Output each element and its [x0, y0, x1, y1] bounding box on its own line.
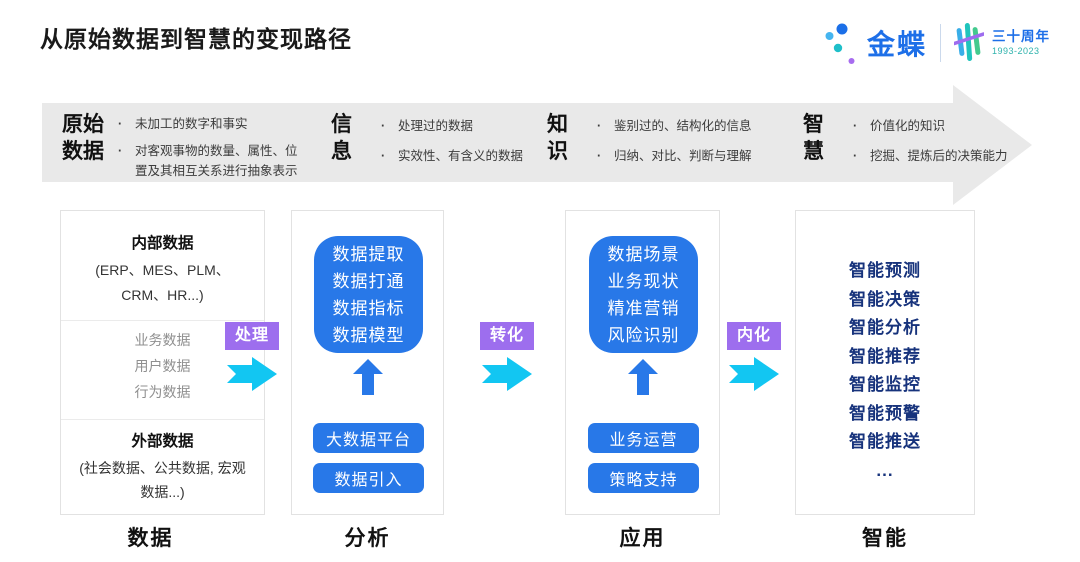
list-item: 智能推荐 — [849, 346, 921, 366]
capability-line: 数据场景 — [607, 244, 680, 264]
kingdee-logo: 金蝶 三十周年 1993-2023 — [823, 16, 1050, 70]
bullet-item: · 价值化的知识 — [853, 116, 1008, 136]
stage-term: 知识 — [547, 113, 568, 164]
stage-information: 信息 · 处理过的数据 · 实效性、有含义的数据 — [331, 111, 523, 166]
anniversary-text: 三十周年 1993-2023 — [992, 29, 1050, 57]
logo-divider — [940, 24, 941, 62]
capability-line: 风险识别 — [607, 325, 680, 345]
flow-internalize: 内化 — [723, 322, 785, 391]
list-item: 智能预警 — [849, 403, 921, 423]
capability-line: 数据模型 — [332, 325, 405, 345]
list-item: 业务数据 — [134, 332, 191, 348]
flow-label-process: 处理 — [224, 322, 279, 350]
bullet-text: 实效性、有含义的数据 — [398, 149, 524, 163]
stage-term: 信息 — [331, 113, 352, 164]
stage-bullets: · 处理过的数据 · 实效性、有含义的数据 — [381, 111, 523, 166]
bullet-text: 对客观事物的数量、属性、位置及其相互关系进行抽象表示 — [135, 144, 298, 178]
bullet-item: · 挖掘、提炼后的决策能力 — [853, 146, 1008, 166]
bullet-text: 处理过的数据 — [398, 119, 474, 133]
brand-name: 金蝶 — [866, 29, 927, 60]
application-capability-box: 数据场景 业务现状 精准营销 风险识别 — [589, 236, 698, 353]
bullet-dot: · — [597, 149, 602, 163]
column-label-data: 数据 — [127, 527, 174, 550]
divider — [61, 418, 264, 420]
column-application-box: 数据场景 业务现状 精准营销 风险识别 业务运营 策略支持 — [565, 210, 720, 515]
anniversary-label: 三十周年 — [992, 29, 1050, 44]
bullet-text: 归纳、对比、判断与理解 — [614, 149, 752, 163]
column-analysis-box: 数据提取 数据打通 数据指标 数据模型 大数据平台 数据引入 — [291, 210, 444, 515]
bullet-item: · 鉴别过的、结构化的信息 — [597, 116, 752, 136]
flow-process: 处理 — [221, 322, 283, 391]
analysis-capability-box: 数据提取 数据打通 数据指标 数据模型 — [314, 236, 423, 353]
bullet-item: · 归纳、对比、判断与理解 — [597, 146, 752, 166]
column-intelligence-box: 智能预测 智能决策 智能分析 智能推荐 智能监控 智能预警 智能推送 ... — [795, 210, 975, 515]
bullet-text: 鉴别过的、结构化的信息 — [614, 119, 752, 133]
flow-label-internalize: 内化 — [726, 322, 781, 350]
bullet-dot: · — [597, 119, 602, 133]
bullet-text: 未加工的数字和事实 — [135, 117, 248, 131]
bullet-item: · 实效性、有含义的数据 — [381, 146, 523, 166]
list-item: 智能决策 — [849, 289, 921, 309]
flow-label-transform: 转化 — [479, 322, 534, 350]
list-item: 用户数据 — [134, 357, 191, 374]
bullet-text: 挖掘、提炼后的决策能力 — [870, 149, 1008, 163]
capability-line: 数据指标 — [332, 298, 405, 318]
internal-data-title: 内部数据 — [131, 235, 194, 252]
capability-line: 数据打通 — [332, 271, 405, 291]
middle-data-list: 业务数据 用户数据 行为数据 — [61, 328, 264, 406]
stage-knowledge: 知识 · 鉴别过的、结构化的信息 · 归纳、对比、判断与理解 — [547, 111, 752, 166]
stage-bullets: · 价值化的知识 · 挖掘、提炼后的决策能力 — [853, 111, 1008, 166]
up-arrow-icon — [627, 359, 658, 395]
capability-line: 业务现状 — [607, 271, 680, 291]
right-arrow-banner-shape — [42, 85, 1032, 205]
list-item: ... — [876, 460, 894, 480]
column-data-box: 内部数据 (ERP、MES、PLM、CRM、HR...) 业务数据 用户数据 行… — [60, 210, 265, 515]
stage-wisdom: 智慧 · 价值化的知识 · 挖掘、提炼后的决策能力 — [803, 111, 1008, 166]
list-item: 智能监控 — [849, 375, 921, 394]
stage-term: 原始数据 — [62, 113, 104, 164]
bullet-text: 价值化的知识 — [870, 119, 946, 133]
anniversary-30-icon — [954, 23, 984, 61]
big-data-platform-tag: 大数据平台 — [313, 423, 424, 453]
business-operation-tag: 业务运营 — [588, 423, 699, 453]
strategy-support-tag: 策略支持 — [588, 463, 699, 493]
column-label-application: 应用 — [619, 527, 666, 550]
bullet-dot: · — [853, 119, 858, 133]
flow-transform: 转化 — [476, 322, 538, 391]
list-item: 智能分析 — [849, 318, 921, 337]
right-arrow-icon — [482, 357, 532, 391]
bullet-item: · 对客观事物的数量、属性、位置及其相互关系进行抽象表示 — [118, 141, 298, 181]
bullet-dot: · — [853, 149, 858, 163]
column-label-intelligence: 智能 — [862, 527, 908, 550]
bullet-dot: · — [118, 144, 123, 158]
right-arrow-icon — [729, 357, 779, 391]
list-item: 智能预测 — [849, 261, 921, 280]
up-arrow-icon — [352, 359, 383, 395]
kingdee-dots-icon — [825, 23, 855, 64]
bullet-item: · 处理过的数据 — [381, 116, 523, 136]
anniversary-years: 1993-2023 — [992, 46, 1040, 57]
stage-arrow-banner: 原始数据 · 未加工的数字和事实 · 对客观事物的数量、属性、位置及其相互关系进… — [42, 85, 1034, 205]
stage-raw-data: 原始数据 · 未加工的数字和事实 · 对客观事物的数量、属性、位置及其相互关系进… — [62, 111, 298, 181]
bullet-dot: · — [381, 149, 386, 163]
list-item: 行为数据 — [134, 383, 191, 400]
stage-bullets: · 鉴别过的、结构化的信息 · 归纳、对比、判断与理解 — [597, 111, 752, 166]
right-arrow-icon — [227, 357, 277, 391]
external-data-title: 外部数据 — [131, 432, 194, 450]
list-item: 智能推送 — [849, 432, 921, 451]
stage-bullets: · 未加工的数字和事实 · 对客观事物的数量、属性、位置及其相互关系进行抽象表示 — [118, 111, 298, 181]
capability-line: 数据提取 — [332, 244, 405, 264]
internal-data-sub: (ERP、MES、PLM、CRM、HR...) — [95, 262, 230, 303]
capability-line: 精准营销 — [607, 298, 680, 318]
data-import-tag: 数据引入 — [313, 463, 424, 493]
bullet-dot: · — [381, 119, 386, 133]
bullet-item: · 未加工的数字和事实 — [118, 114, 298, 134]
column-label-analysis: 分析 — [344, 527, 391, 550]
stage-term: 智慧 — [803, 113, 824, 164]
divider — [61, 320, 264, 321]
external-data-sub: (社会数据、公共数据, 宏观数据...) — [79, 459, 246, 501]
bullet-dot: · — [118, 117, 123, 131]
page-title: 从原始数据到智慧的变现路径 — [40, 26, 352, 52]
